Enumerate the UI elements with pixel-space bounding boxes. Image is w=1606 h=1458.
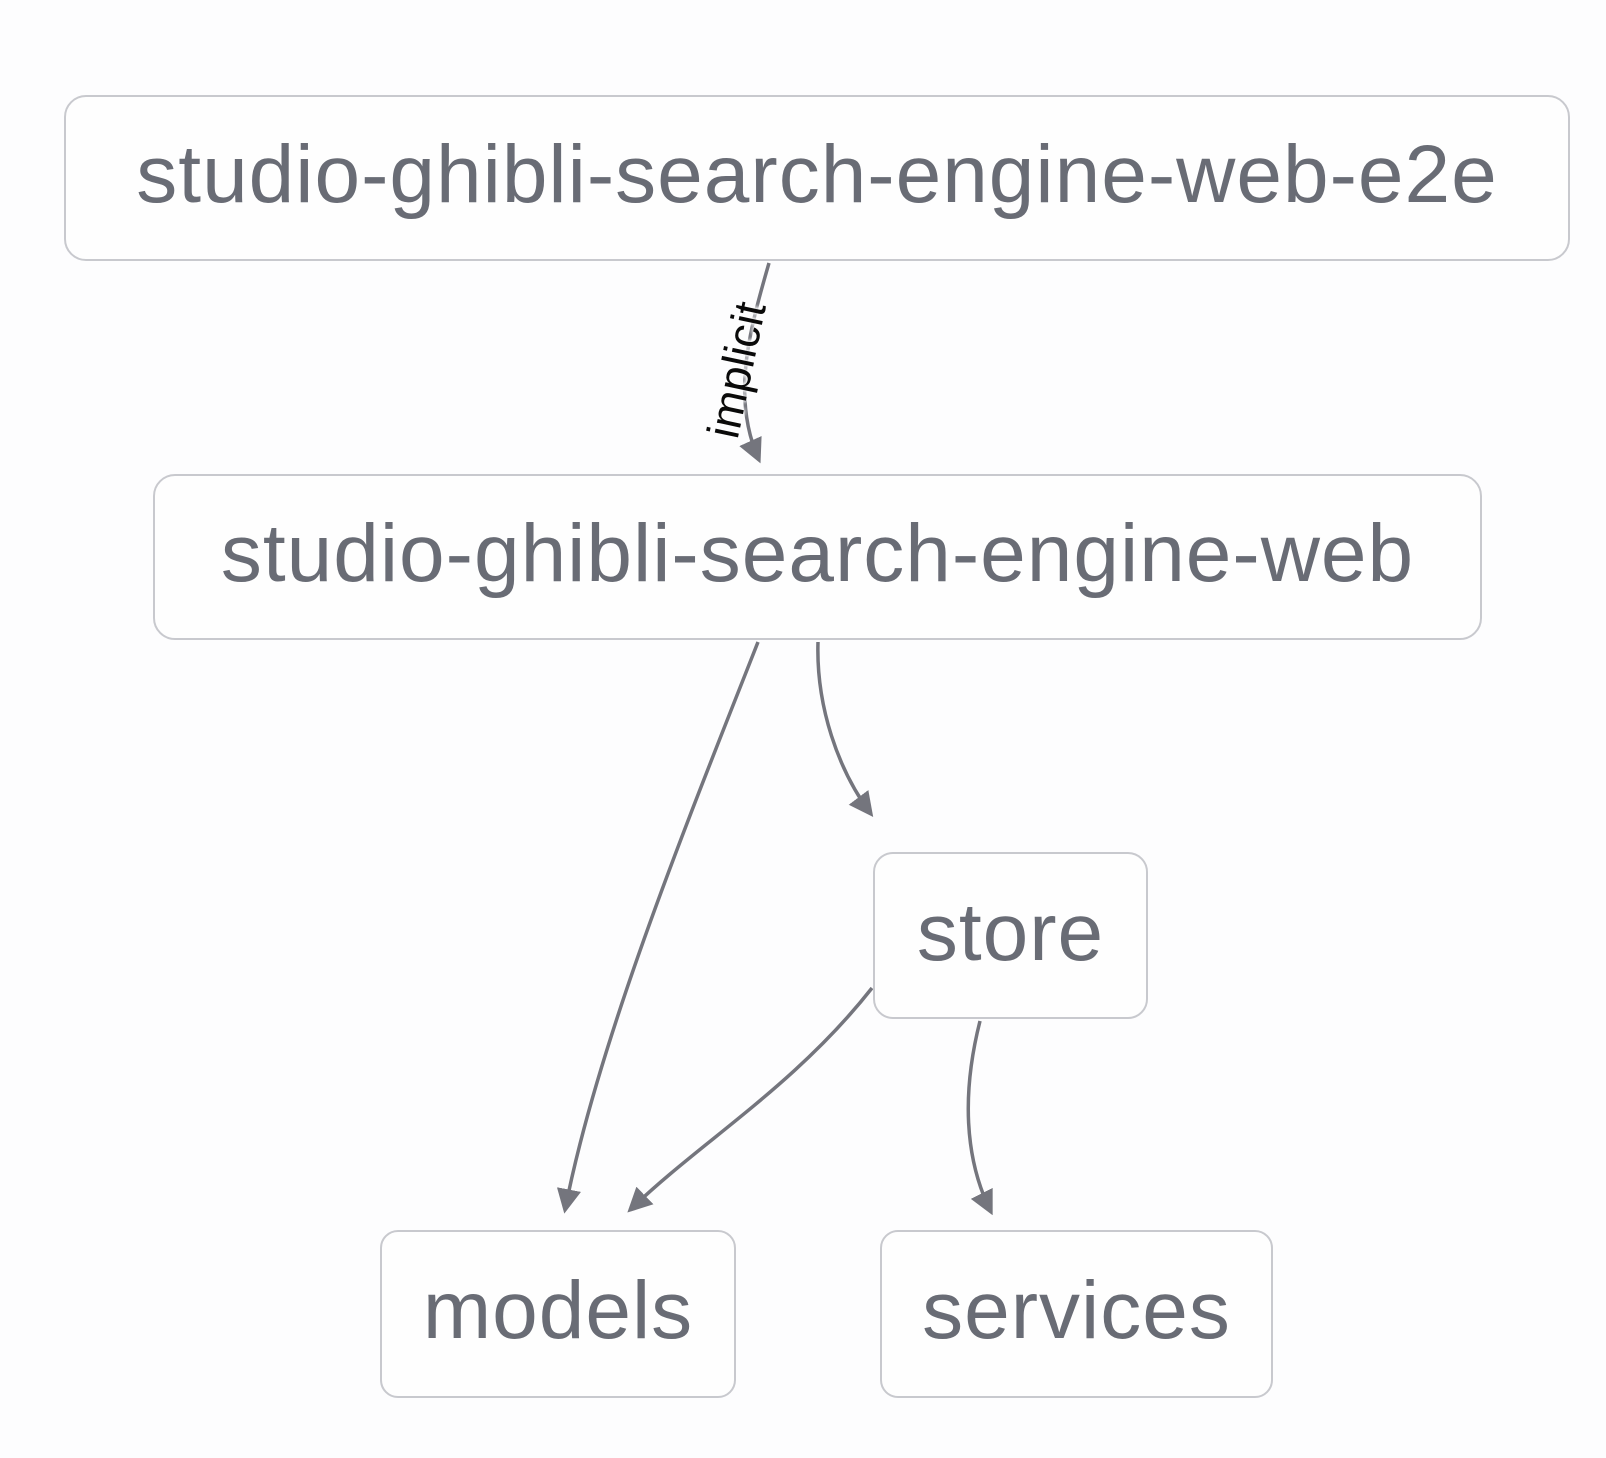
edge-store-to-services	[966, 1020, 993, 1216]
edge-e2e-to-web	[739, 262, 771, 464]
node-studio-ghibli-search-engine-web[interactable]: studio-ghibli-search-engine-web	[153, 474, 1482, 640]
node-services[interactable]: services	[880, 1230, 1273, 1398]
node-studio-ghibli-search-engine-web-e2e[interactable]: studio-ghibli-search-engine-web-e2e	[64, 95, 1570, 261]
node-label: services	[922, 1265, 1231, 1356]
node-label: studio-ghibli-search-engine-web	[220, 508, 1415, 599]
edge-web-to-store	[816, 641, 874, 817]
edge-store-to-models	[627, 986, 874, 1213]
node-store[interactable]: store	[873, 852, 1148, 1019]
node-label: store	[916, 886, 1105, 978]
node-label: studio-ghibli-search-engine-web-e2e	[136, 129, 1498, 220]
node-models[interactable]: models	[380, 1230, 736, 1398]
edge-web-to-models	[556, 641, 760, 1214]
node-label: models	[422, 1265, 694, 1356]
